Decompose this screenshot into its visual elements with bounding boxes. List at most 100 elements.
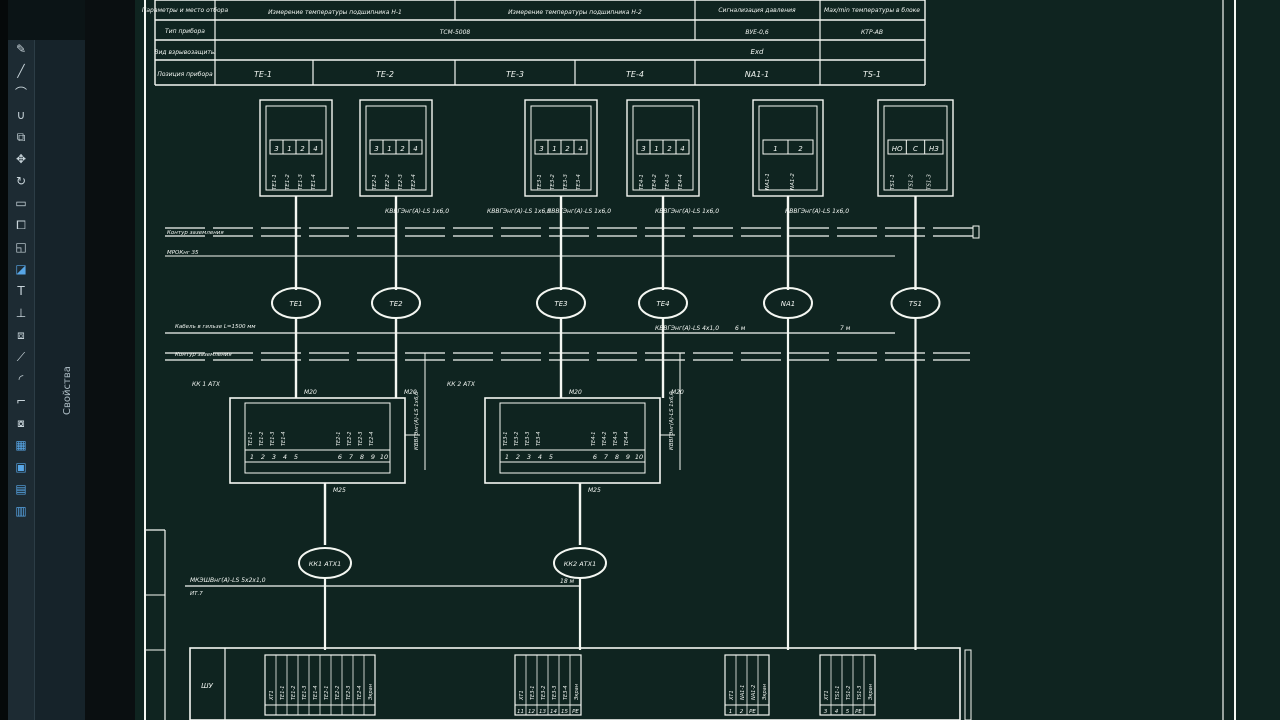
box-terminal-number: 9 [626, 453, 630, 461]
cable-length-label: 6 м [735, 325, 746, 332]
layer-lock-icon[interactable]: ▥ [15, 504, 27, 518]
block-tool-icon[interactable]: ⧇ [17, 416, 25, 430]
lead-label: TS1-3 [927, 174, 933, 190]
layer-state-icon[interactable]: ▣ [15, 460, 27, 474]
box-terminal-strip [244, 449, 391, 463]
box-terminal-number: 6 [593, 453, 597, 461]
junction-inner [499, 402, 646, 474]
draw-toolbar: ✎ ╱ ⌒ ∪ ⧉ ✥ ↻ ▭ ⧠ ◱ ◪ T ⊥ ⧈ ⟋ ◜ ⌐ ⧇ ▦ ▣ … [8, 40, 35, 720]
cabinet-terminal-label: TE3-1 [530, 686, 536, 700]
drawing-canvas[interactable]: Параметры и место отбора Измерение темпер… [135, 0, 1280, 720]
table-header-text: ВУЕ-0,6 [745, 29, 768, 36]
cabinet-terminal-number: 15 [561, 709, 568, 715]
cabinet-terminal-number: PE [749, 709, 756, 715]
pencil-icon[interactable]: ✎ [15, 42, 27, 56]
terminal-number: 3 [641, 145, 645, 153]
rectangle-tool-icon[interactable]: ▭ [15, 196, 27, 210]
box-terminal-number: 7 [604, 453, 609, 461]
properties-panel-label[interactable]: Свойства [62, 366, 73, 415]
fillet-tool-icon[interactable]: ⌐ [15, 394, 27, 408]
box-terminal-strip [499, 449, 646, 463]
cabinet-terminal-number: 14 [550, 709, 557, 715]
device-position-label: TE-4 [626, 70, 644, 79]
box-lead-label: TE2-1 [336, 432, 342, 446]
table-header-text: Параметры и место отбора [142, 7, 229, 14]
magnet-icon[interactable]: ∪ [16, 108, 26, 122]
terminal-number: 4 [578, 145, 582, 153]
device-inner-box [632, 105, 694, 191]
cabinet-terminal-label: TE3-4 [563, 686, 569, 700]
table-header-text: Сигнализация давления [718, 7, 796, 14]
line-tool-icon[interactable]: ╱ [17, 64, 25, 78]
lead-label: TE2-1 [372, 174, 378, 190]
device-position-label: TE-1 [254, 70, 272, 79]
move-tool-icon[interactable]: ✥ [15, 152, 27, 166]
copy-tool-icon[interactable]: ⧠ [16, 218, 26, 232]
cable-spec-label: КВВГЭнг(А)-LS 1х6,0 [785, 208, 849, 215]
lead-label: TE2-3 [398, 174, 404, 190]
cable-spec-label: КВВГЭнг(А)-LS 1х6,0 [547, 208, 611, 215]
terminal-number: 2 [798, 145, 803, 153]
arc-tool-icon[interactable]: ◜ [18, 372, 24, 386]
cabinet-terminal-label: Экран [762, 683, 768, 701]
instrument-tag: TE2 [389, 300, 403, 308]
ground-label: Контур заземления [175, 352, 232, 358]
cable-spec-label: КВВГЭнг(А)-LS 1х6,0 [487, 208, 551, 215]
table-header-text: Измерение температуры подшипника Н-2 [508, 9, 642, 16]
sleeve-label: Кабель в гильзе L=1500 мм [175, 324, 256, 330]
cabinet-terminal-label: TS1-2 [846, 686, 852, 700]
box-lead-label: TE2-2 [347, 432, 353, 446]
terminal-strip [887, 139, 944, 155]
device-inner-box [365, 105, 427, 191]
box-terminal-number: 4 [283, 453, 287, 461]
monitor-bezel [85, 0, 135, 720]
table-header-text: Exd [750, 48, 764, 56]
wiring-diagram[interactable]: Параметры и место отбора Измерение темпер… [135, 0, 1280, 720]
layer-freeze-icon[interactable]: ▤ [15, 482, 27, 496]
junction-inner [244, 402, 391, 474]
lead-label: TE4-2 [652, 174, 658, 190]
cabinet-terminal-label: TS1-3 [857, 686, 863, 700]
polyline-tool-icon[interactable]: ⌒ [14, 86, 27, 100]
lead-label: TE2-4 [411, 174, 417, 190]
rotate-tool-icon[interactable]: ↻ [15, 174, 27, 188]
device-position-label: TE-3 [506, 70, 524, 79]
ground-end [972, 225, 980, 239]
cabinet-group-4 [819, 654, 876, 716]
lead-label: TE2-2 [385, 174, 391, 190]
text-tool-icon[interactable]: T [17, 284, 25, 298]
table-header-text: Измерение температуры подшипника Н-1 [268, 9, 402, 16]
device-position-label: TS-1 [863, 70, 881, 79]
cabinet-label: ШУ [201, 682, 213, 690]
terminal-number: 1 [387, 145, 391, 153]
layer-tool-icon[interactable]: ▦ [15, 438, 27, 452]
lead-label: TE1-1 [272, 174, 278, 190]
box-lead-label: TE2-4 [369, 432, 375, 446]
cabinet-terminal-label: XT1 [729, 690, 735, 701]
box-terminal-number: 7 [349, 453, 354, 461]
cabinet-terminal-label: XT1 [269, 690, 275, 701]
terminal-number: С [913, 145, 918, 153]
cabinet-terminal-label: XT1 [519, 690, 525, 701]
lead-label: TE1-2 [285, 174, 291, 190]
hatch-tool-icon[interactable]: ◪ [15, 262, 27, 276]
cabinet-terminal-label: Экран [368, 683, 374, 701]
dimension-tool-icon[interactable]: ⊥ [15, 306, 27, 320]
instrument-tag: NA1 [781, 300, 795, 308]
terminal-number: 3 [539, 145, 543, 153]
cabinet-terminal-label: XT1 [824, 690, 830, 701]
table-header-text: Max/min температуры в блоке [824, 7, 920, 14]
cabinet-terminal-number: 12 [528, 709, 535, 715]
mirror-tool-icon[interactable]: ⧉ [16, 130, 26, 144]
trim-tool-icon[interactable]: ⟋ [16, 350, 26, 364]
offset-tool-icon[interactable]: ⧈ [17, 328, 25, 342]
box-lead-label: TE4-3 [613, 432, 619, 446]
device-position-label: TE-2 [376, 70, 394, 79]
cable-length-label: 18 м [560, 578, 575, 585]
terminal-number: 3 [374, 145, 378, 153]
cabinet-terminal-label: Экран [574, 683, 580, 701]
junction-box-name: КК 1 АТХ [192, 381, 221, 388]
properties-panel [35, 40, 87, 720]
lead-label: TE3-1 [537, 174, 543, 190]
stretch-tool-icon[interactable]: ◱ [15, 240, 27, 254]
